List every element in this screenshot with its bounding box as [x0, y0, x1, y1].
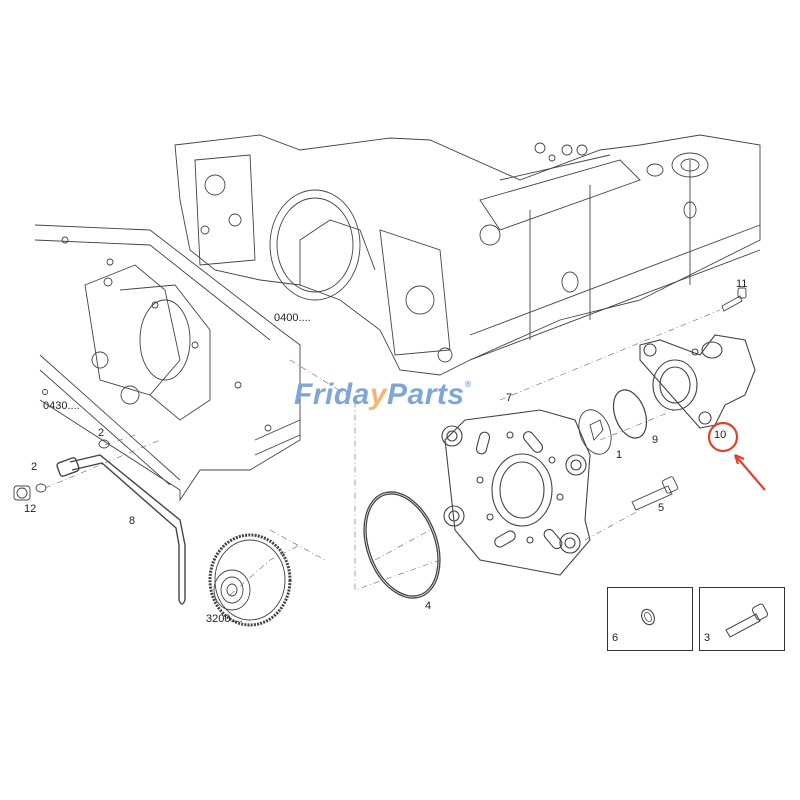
ref-block-0400: 0400.... [274, 312, 311, 324]
fittings [13, 439, 110, 501]
callout-2a: 2 [98, 427, 105, 439]
cover-plate-7 [441, 409, 591, 576]
bolt-11 [721, 287, 747, 312]
watermark-logo: FridayParts® [294, 380, 472, 410]
callout-2b: 2 [31, 461, 38, 473]
oil-pump-10 [639, 334, 756, 429]
gear-3200 [208, 533, 292, 627]
callout-1: 1 [616, 449, 623, 461]
o-ring-4 [363, 491, 441, 599]
inset-label-6: 6 [612, 632, 619, 644]
bolt-icon [725, 603, 769, 638]
ref-gear-3200: 3200.... [206, 613, 243, 625]
alignment-lines [44, 309, 721, 596]
watermark-text-3: Parts [387, 378, 465, 411]
callout-12: 12 [24, 503, 37, 515]
inset-label-3: 3 [704, 632, 711, 644]
rotor-1 [578, 409, 612, 455]
front-housing [34, 224, 301, 502]
highlight-marker [707, 421, 766, 491]
watermark-text-1: Frida [294, 378, 370, 411]
inset-part-3: 3 [699, 587, 785, 651]
callout-5: 5 [658, 502, 665, 514]
ref-housing-0430: 0430.... [43, 400, 80, 412]
engine-block [174, 134, 761, 376]
callout-8: 8 [129, 515, 136, 527]
watermark-text-2: y [369, 378, 388, 411]
callout-4: 4 [425, 600, 432, 612]
callout-9: 9 [652, 434, 659, 446]
callout-10: 10 [714, 429, 727, 441]
callout-11: 11 [736, 278, 748, 290]
o-ring-icon [641, 608, 655, 626]
inset-part-6: 6 [607, 587, 693, 651]
o-ring-9 [612, 389, 648, 439]
registered-mark: ® [464, 379, 472, 389]
callout-7: 7 [506, 392, 513, 404]
bolt-5 [631, 476, 679, 511]
oil-pipe-8 [56, 454, 186, 605]
